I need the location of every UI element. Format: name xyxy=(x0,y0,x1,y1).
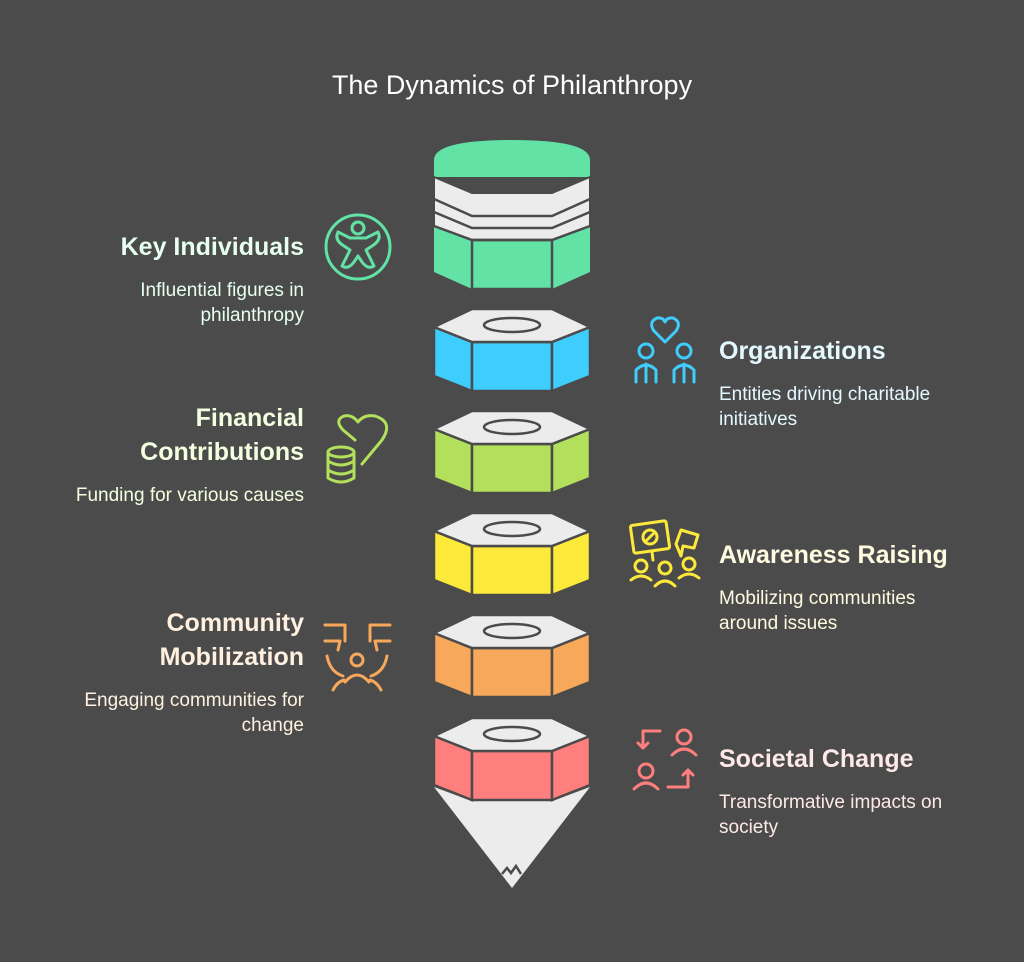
item-title: Awareness Raising xyxy=(719,541,948,569)
item-awareness-raising: Awareness Raising Mobilizing communities… xyxy=(719,538,1019,636)
item-title: Key Individuals xyxy=(120,233,304,261)
segment-key-individuals xyxy=(433,140,591,291)
coins-heart-icon xyxy=(326,414,389,484)
segment-community-mobilization xyxy=(430,613,594,699)
item-description: Mobilizing communities around issues xyxy=(719,588,916,634)
front-panel xyxy=(470,749,554,802)
tip-break xyxy=(501,863,523,876)
tip-cone xyxy=(434,787,590,888)
item-description: Influential figures in philanthropy xyxy=(140,280,304,326)
band-line xyxy=(433,210,591,230)
hole xyxy=(482,418,542,436)
front-panel xyxy=(470,544,554,597)
item-description: Transformative impacts on society xyxy=(719,792,943,838)
item-societal-change: Societal Change Transformative impacts o… xyxy=(719,742,1019,840)
top-face xyxy=(430,307,594,344)
band-line xyxy=(433,197,591,218)
hole xyxy=(482,316,542,334)
hole xyxy=(482,622,542,640)
front-panel xyxy=(470,646,554,699)
hole xyxy=(482,520,542,538)
segment-awareness-raising xyxy=(430,511,594,597)
segment-organizations xyxy=(430,307,594,393)
diagram-title: The Dynamics of Philanthropy xyxy=(331,70,693,100)
item-title: Societal Change xyxy=(719,745,914,773)
edge xyxy=(433,224,591,242)
front-panel xyxy=(470,442,554,495)
top-face xyxy=(430,409,594,446)
item-title: Financial Contributions xyxy=(140,404,304,466)
segment-financial-contributions xyxy=(430,409,594,495)
item-financial-contributions: Financial Contributions Funding for vari… xyxy=(4,401,304,508)
item-title: Organizations xyxy=(719,337,886,365)
top-face xyxy=(430,613,594,650)
dome xyxy=(434,140,590,177)
item-title: Community Mobilization xyxy=(159,609,304,671)
item-description: Funding for various causes xyxy=(75,485,304,506)
item-description: Entities driving charitable initiatives xyxy=(719,384,931,430)
segment-societal-change xyxy=(430,716,594,802)
hole xyxy=(482,725,542,743)
pencil-tip xyxy=(434,787,590,888)
item-community-mobilization: Community Mobilization Engaging communit… xyxy=(4,606,304,738)
people-heart-icon xyxy=(634,316,696,384)
community-rally-icon xyxy=(323,623,392,692)
people-exchange-icon xyxy=(632,728,698,791)
top-face xyxy=(430,716,594,753)
vitruvian-person-icon xyxy=(324,213,392,281)
item-organizations: Organizations Entities driving charitabl… xyxy=(719,334,1019,432)
item-key-individuals: Key Individuals Influential figures in p… xyxy=(4,230,304,328)
item-description: Engaging communities for change xyxy=(84,690,304,736)
protest-signs-icon xyxy=(628,519,701,588)
front-panel xyxy=(470,340,554,393)
top-face xyxy=(430,511,594,548)
